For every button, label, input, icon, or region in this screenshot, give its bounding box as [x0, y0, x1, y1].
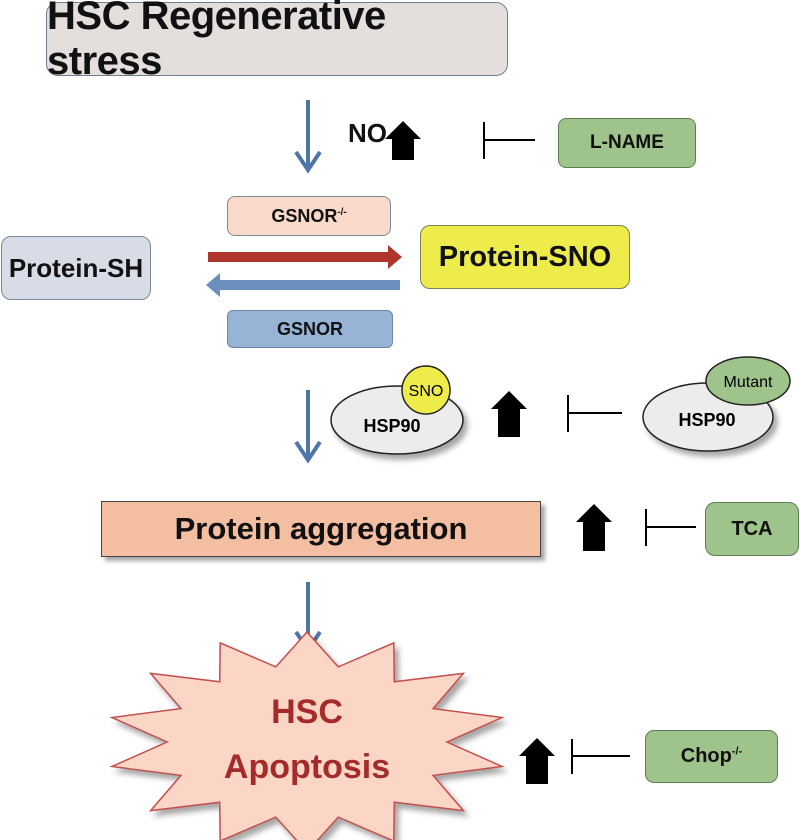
- gsnor-box: GSNOR: [227, 310, 393, 348]
- aggregation-increase-up-arrow: [576, 504, 612, 551]
- protein-sno-label: Protein-SNO: [438, 240, 612, 273]
- apoptosis-line2: Apoptosis: [224, 748, 390, 786]
- flow-arrow-sno-to-hsp90: [294, 390, 322, 464]
- protein-sno-box: Protein-SNO: [420, 225, 630, 289]
- protein-aggregation-label: Protein aggregation: [174, 511, 468, 546]
- forward-nitrosylation-arrow: [208, 245, 402, 269]
- chop-knockout-label: Chop-/-: [680, 745, 743, 767]
- no-increase-up-arrow: [385, 121, 421, 160]
- mutant-hsp90-label: HSP90: [678, 410, 735, 430]
- chop-inhibition-bar: [571, 739, 630, 774]
- reverse-denitrosylation-arrow: [206, 273, 400, 297]
- hsp90-sno-increase-up-arrow: [491, 391, 527, 437]
- regenerative-stress-box: HSC Regenerative stress: [46, 0, 508, 83]
- hsp90-sno-tag: SNO: [409, 383, 444, 400]
- gsnor-knockout-box: GSNOR-/-: [227, 196, 391, 236]
- gsnor-label: GSNOR: [276, 318, 343, 339]
- tca-box: TCA: [705, 502, 799, 556]
- mutant-hsp90-complex: Mutant HSP90: [642, 356, 791, 452]
- l-name-box: L-NAME: [558, 118, 696, 168]
- gsnor-knockout-label: GSNOR-/-: [271, 205, 347, 226]
- apoptosis-increase-up-arrow: [519, 738, 555, 784]
- nitric-oxide-label: NO: [348, 118, 387, 148]
- l-name-label: L-NAME: [590, 132, 664, 153]
- protein-aggregation-box: Protein aggregation: [101, 501, 541, 557]
- l-name-inhibition-bar: [483, 122, 535, 159]
- mutant-hsp90-inhibition-bar: [567, 395, 622, 432]
- mutant-tag: Mutant: [724, 374, 773, 391]
- protein-sh-box: Protein-SH: [1, 236, 151, 300]
- hsp90-label: HSP90: [363, 416, 420, 436]
- flow-arrow-aggregation-to-apoptosis: [294, 582, 322, 654]
- protein-sh-label: Protein-SH: [8, 252, 144, 283]
- flow-arrow-stress-to-sno: [294, 100, 322, 174]
- tca-inhibition-bar: [645, 509, 696, 546]
- tca-label: TCA: [731, 517, 773, 540]
- hsc-apoptosis-burst: HSC Apoptosis: [109, 630, 505, 840]
- apoptosis-line1: HSC: [271, 693, 343, 731]
- chop-knockout-box: Chop-/-: [645, 730, 778, 783]
- regenerative-stress-label: HSC Regenerative stress: [47, 0, 386, 83]
- hsp90-sno-complex: SNO HSP90: [330, 365, 464, 455]
